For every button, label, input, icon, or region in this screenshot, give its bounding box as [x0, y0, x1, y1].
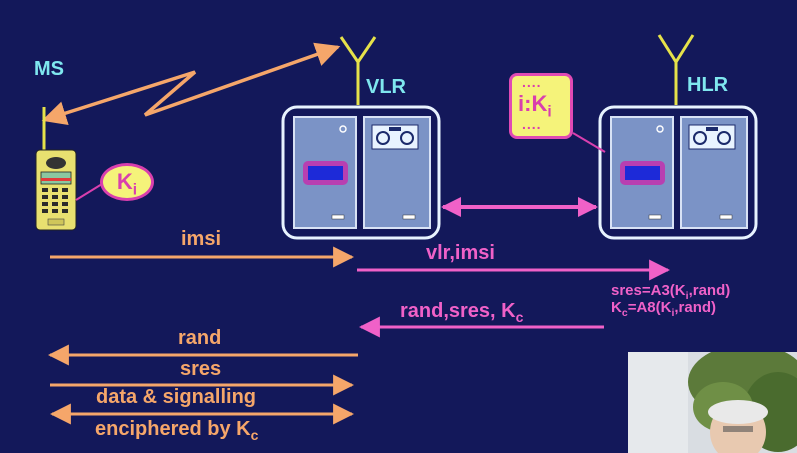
imsi-label: imsi: [181, 228, 222, 250]
ki-store-text: i:Ki: [518, 91, 552, 121]
hlr-label: HLR: [687, 74, 729, 96]
ki-store-dots-bottom: ....: [522, 116, 542, 132]
sres-formula-line-1: sres=A3(Ki,rand): [611, 282, 731, 302]
vlr-server-icon: [281, 105, 441, 240]
sres-formula-line-2: Kc=A8(Ki,rand): [611, 299, 717, 319]
sres-label: sres: [180, 358, 222, 380]
ki-key-bubble: Ki: [100, 163, 154, 201]
hlr-server-icon: [598, 105, 758, 240]
rand-label: rand: [178, 327, 222, 349]
vlr-label: VLR: [366, 76, 406, 98]
data-signalling-label: data & signalling: [96, 386, 257, 408]
vlr-imsi-label: vlr,imsi: [426, 242, 495, 264]
radio-link-icon: [41, 42, 341, 125]
enciphered-label: enciphered by Kc: [95, 418, 259, 443]
mobile-phone-icon: [35, 107, 77, 231]
vlr-antenna-icon: [339, 36, 377, 105]
rand-sres-kc-label: rand,sres, Kc: [400, 300, 524, 325]
ki-store-link-line: [572, 132, 606, 153]
ki-store-dots-top: ....: [522, 74, 542, 90]
ki-key-store: .... i:Ki ....: [509, 73, 573, 139]
hlr-antenna-icon: [657, 34, 695, 105]
ms-label: MS: [34, 58, 64, 80]
presenter-video-thumbnail: [628, 352, 797, 453]
ki-link-line: [75, 183, 103, 201]
